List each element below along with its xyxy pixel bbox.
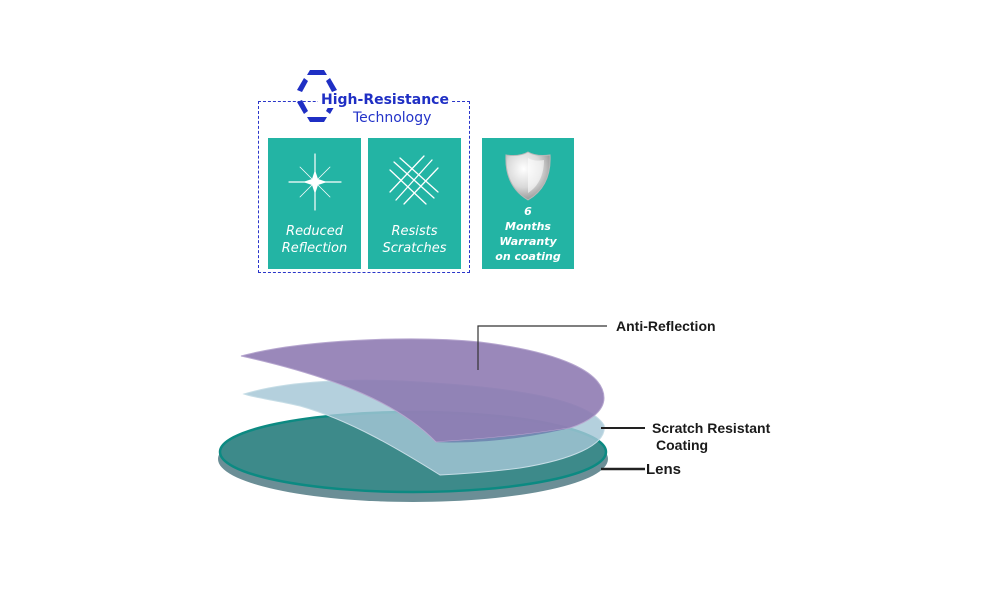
feature-label-line1: Resists: [391, 224, 438, 239]
warranty-line-4: on coating: [495, 250, 561, 263]
feature-card-resists-scratches: Resists Scratches: [368, 138, 461, 269]
lens-label: Lens: [646, 461, 682, 478]
warranty-line-2: Months: [505, 220, 551, 233]
feature-label-line2: Reflection: [281, 241, 348, 256]
sparkle-icon: [288, 153, 342, 211]
shield-icon: [505, 151, 551, 201]
anti-reflection-layer: [240, 338, 605, 443]
feature-card-reduced-reflection: Reduced Reflection: [268, 138, 361, 269]
badge-title: High-Resistance: [318, 92, 452, 108]
badge-subtitle: Technology: [353, 110, 432, 126]
scratch-coating-label-line1: Scratch Resistant: [652, 420, 771, 436]
scratches-icon: [389, 155, 439, 205]
warranty-line-1: 6: [524, 205, 532, 218]
feature-label-line2: Scratches: [382, 241, 447, 256]
warranty-line-3: Warranty: [499, 235, 557, 248]
scratch-coating-label-line2: Coating: [656, 437, 709, 453]
warranty-card: 6 Months Warranty on coating: [482, 138, 574, 269]
anti-reflection-label: Anti-Reflection: [616, 318, 716, 334]
anti-reflection-leader: [477, 325, 607, 370]
feature-label-line1: Reduced: [286, 224, 343, 239]
